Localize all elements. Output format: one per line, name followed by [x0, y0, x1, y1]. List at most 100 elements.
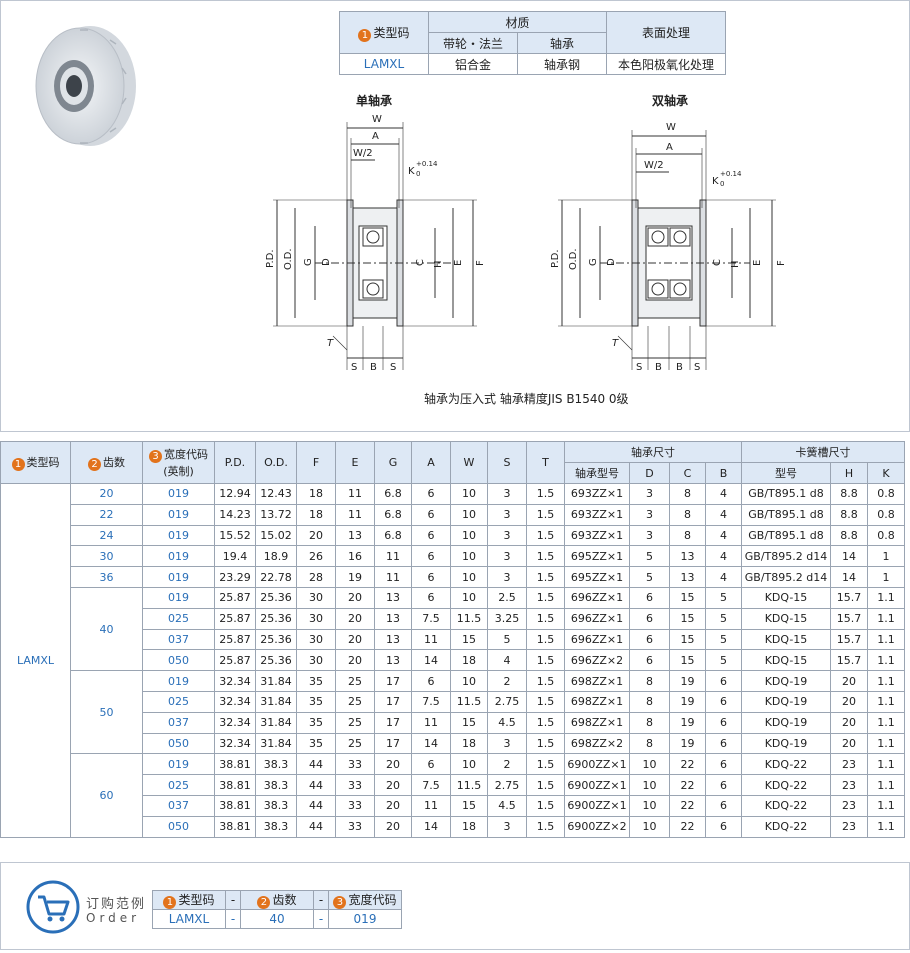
width-code-cell: 050 — [142, 815, 215, 838]
table-cell: 19.4 — [214, 545, 256, 568]
order-label-en: Order — [86, 911, 141, 925]
table-cell: 1.1 — [867, 607, 905, 630]
dim-S1: S — [351, 362, 357, 373]
table-cell: KDQ-15 — [741, 586, 831, 609]
table-cell: 25 — [335, 711, 375, 734]
table-cell: 6 — [411, 670, 451, 692]
order-label-cn: 订购范例 — [86, 897, 147, 912]
table-cell: 38.3 — [255, 815, 297, 838]
svg-text:+0.14: +0.14 — [416, 160, 438, 168]
table-cell: 23 — [830, 815, 868, 838]
table-cell: 31.84 — [255, 690, 297, 713]
th-h: H — [830, 462, 868, 484]
table-cell: 4 — [705, 545, 742, 568]
svg-text:S: S — [636, 362, 642, 373]
dim-T: T — [327, 338, 334, 349]
svg-text:W/2: W/2 — [644, 160, 664, 171]
dim-W: W — [372, 114, 382, 125]
th-bearing-dims: 轴承尺寸 — [564, 441, 742, 463]
table-cell: 12.43 — [255, 483, 297, 505]
table-cell: 1.5 — [526, 732, 565, 755]
th-d: D — [629, 462, 670, 484]
table-cell: 15.02 — [255, 524, 297, 547]
table-cell: 2.75 — [487, 774, 527, 796]
table-cell: 32.34 — [214, 711, 256, 734]
table-cell: 13 — [335, 524, 375, 547]
table-cell: 10 — [450, 503, 488, 526]
table-cell: 23 — [830, 774, 868, 796]
table-cell: 15.7 — [830, 649, 868, 672]
table-cell: 10 — [450, 670, 488, 692]
table-cell: 1.5 — [526, 649, 565, 672]
width-code-cell: 025 — [142, 690, 215, 713]
table-cell: 3 — [629, 503, 670, 526]
table-cell: 0.8 — [867, 483, 905, 505]
table-cell: 30 — [296, 586, 336, 609]
table-cell: 25 — [335, 690, 375, 713]
svg-text:T: T — [612, 338, 619, 349]
table-cell: 1.1 — [867, 794, 905, 817]
table-cell: 26 — [296, 545, 336, 568]
table-cell: 25.36 — [255, 586, 297, 609]
table-cell: 10 — [450, 524, 488, 547]
table-cell: 1.1 — [867, 774, 905, 796]
table-cell: 698ZZ×1 — [564, 670, 630, 692]
table-cell: 44 — [296, 774, 336, 796]
table-cell: 19 — [335, 566, 375, 588]
table-cell: 20 — [374, 815, 412, 838]
material-header: 材质 — [428, 11, 607, 33]
width-code-cell: 037 — [142, 628, 215, 651]
table-cell: 6 — [705, 753, 742, 776]
table-cell: 4 — [705, 566, 742, 588]
single-bearing-title: 单轴承 — [356, 94, 393, 108]
table-cell: KDQ-15 — [741, 628, 831, 651]
dim-K: K — [408, 166, 415, 177]
table-cell: 1.1 — [867, 586, 905, 609]
table-cell: GB/T895.1 d8 — [741, 503, 831, 526]
table-cell: 20 — [830, 690, 868, 713]
svg-text:H: H — [730, 260, 741, 268]
table-cell: 25.36 — [255, 607, 297, 630]
order-teeth-value: 40 — [240, 909, 314, 929]
table-cell: 1.5 — [526, 794, 565, 817]
table-cell: 8.8 — [830, 503, 868, 526]
table-cell: 44 — [296, 815, 336, 838]
table-cell: 10 — [450, 545, 488, 568]
table-cell: 15.7 — [830, 628, 868, 651]
table-cell: 1.5 — [526, 524, 565, 547]
th-circlip-model: 型号 — [741, 462, 831, 484]
teeth-cell: 30 — [70, 545, 143, 568]
table-cell: 33 — [335, 815, 375, 838]
table-cell: 25 — [335, 732, 375, 755]
th-circlip-dims: 卡簧槽尺寸 — [741, 441, 905, 463]
table-cell: 38.81 — [214, 815, 256, 838]
table-cell: 18 — [450, 649, 488, 672]
table-cell: GB/T895.1 d8 — [741, 483, 831, 505]
table-cell: 14 — [411, 815, 451, 838]
table-cell: 695ZZ×1 — [564, 545, 630, 568]
surface-header: 表面处理 — [606, 11, 726, 54]
table-cell: 10 — [629, 815, 670, 838]
table-cell: KDQ-15 — [741, 607, 831, 630]
table-cell: 32.34 — [214, 732, 256, 755]
table-cell: 22 — [669, 753, 706, 776]
width-code-cell: 019 — [142, 586, 215, 609]
table-cell: 14 — [830, 566, 868, 588]
table-cell: 30 — [296, 628, 336, 651]
table-cell: 8 — [629, 670, 670, 692]
svg-text:A: A — [666, 142, 673, 153]
table-cell: 1.1 — [867, 690, 905, 713]
width-code-cell: 019 — [142, 566, 215, 588]
teeth-cell: 24 — [70, 524, 143, 547]
table-cell: 10 — [450, 483, 488, 505]
table-cell: 1.5 — [526, 545, 565, 568]
table-cell: 2.5 — [487, 586, 527, 609]
